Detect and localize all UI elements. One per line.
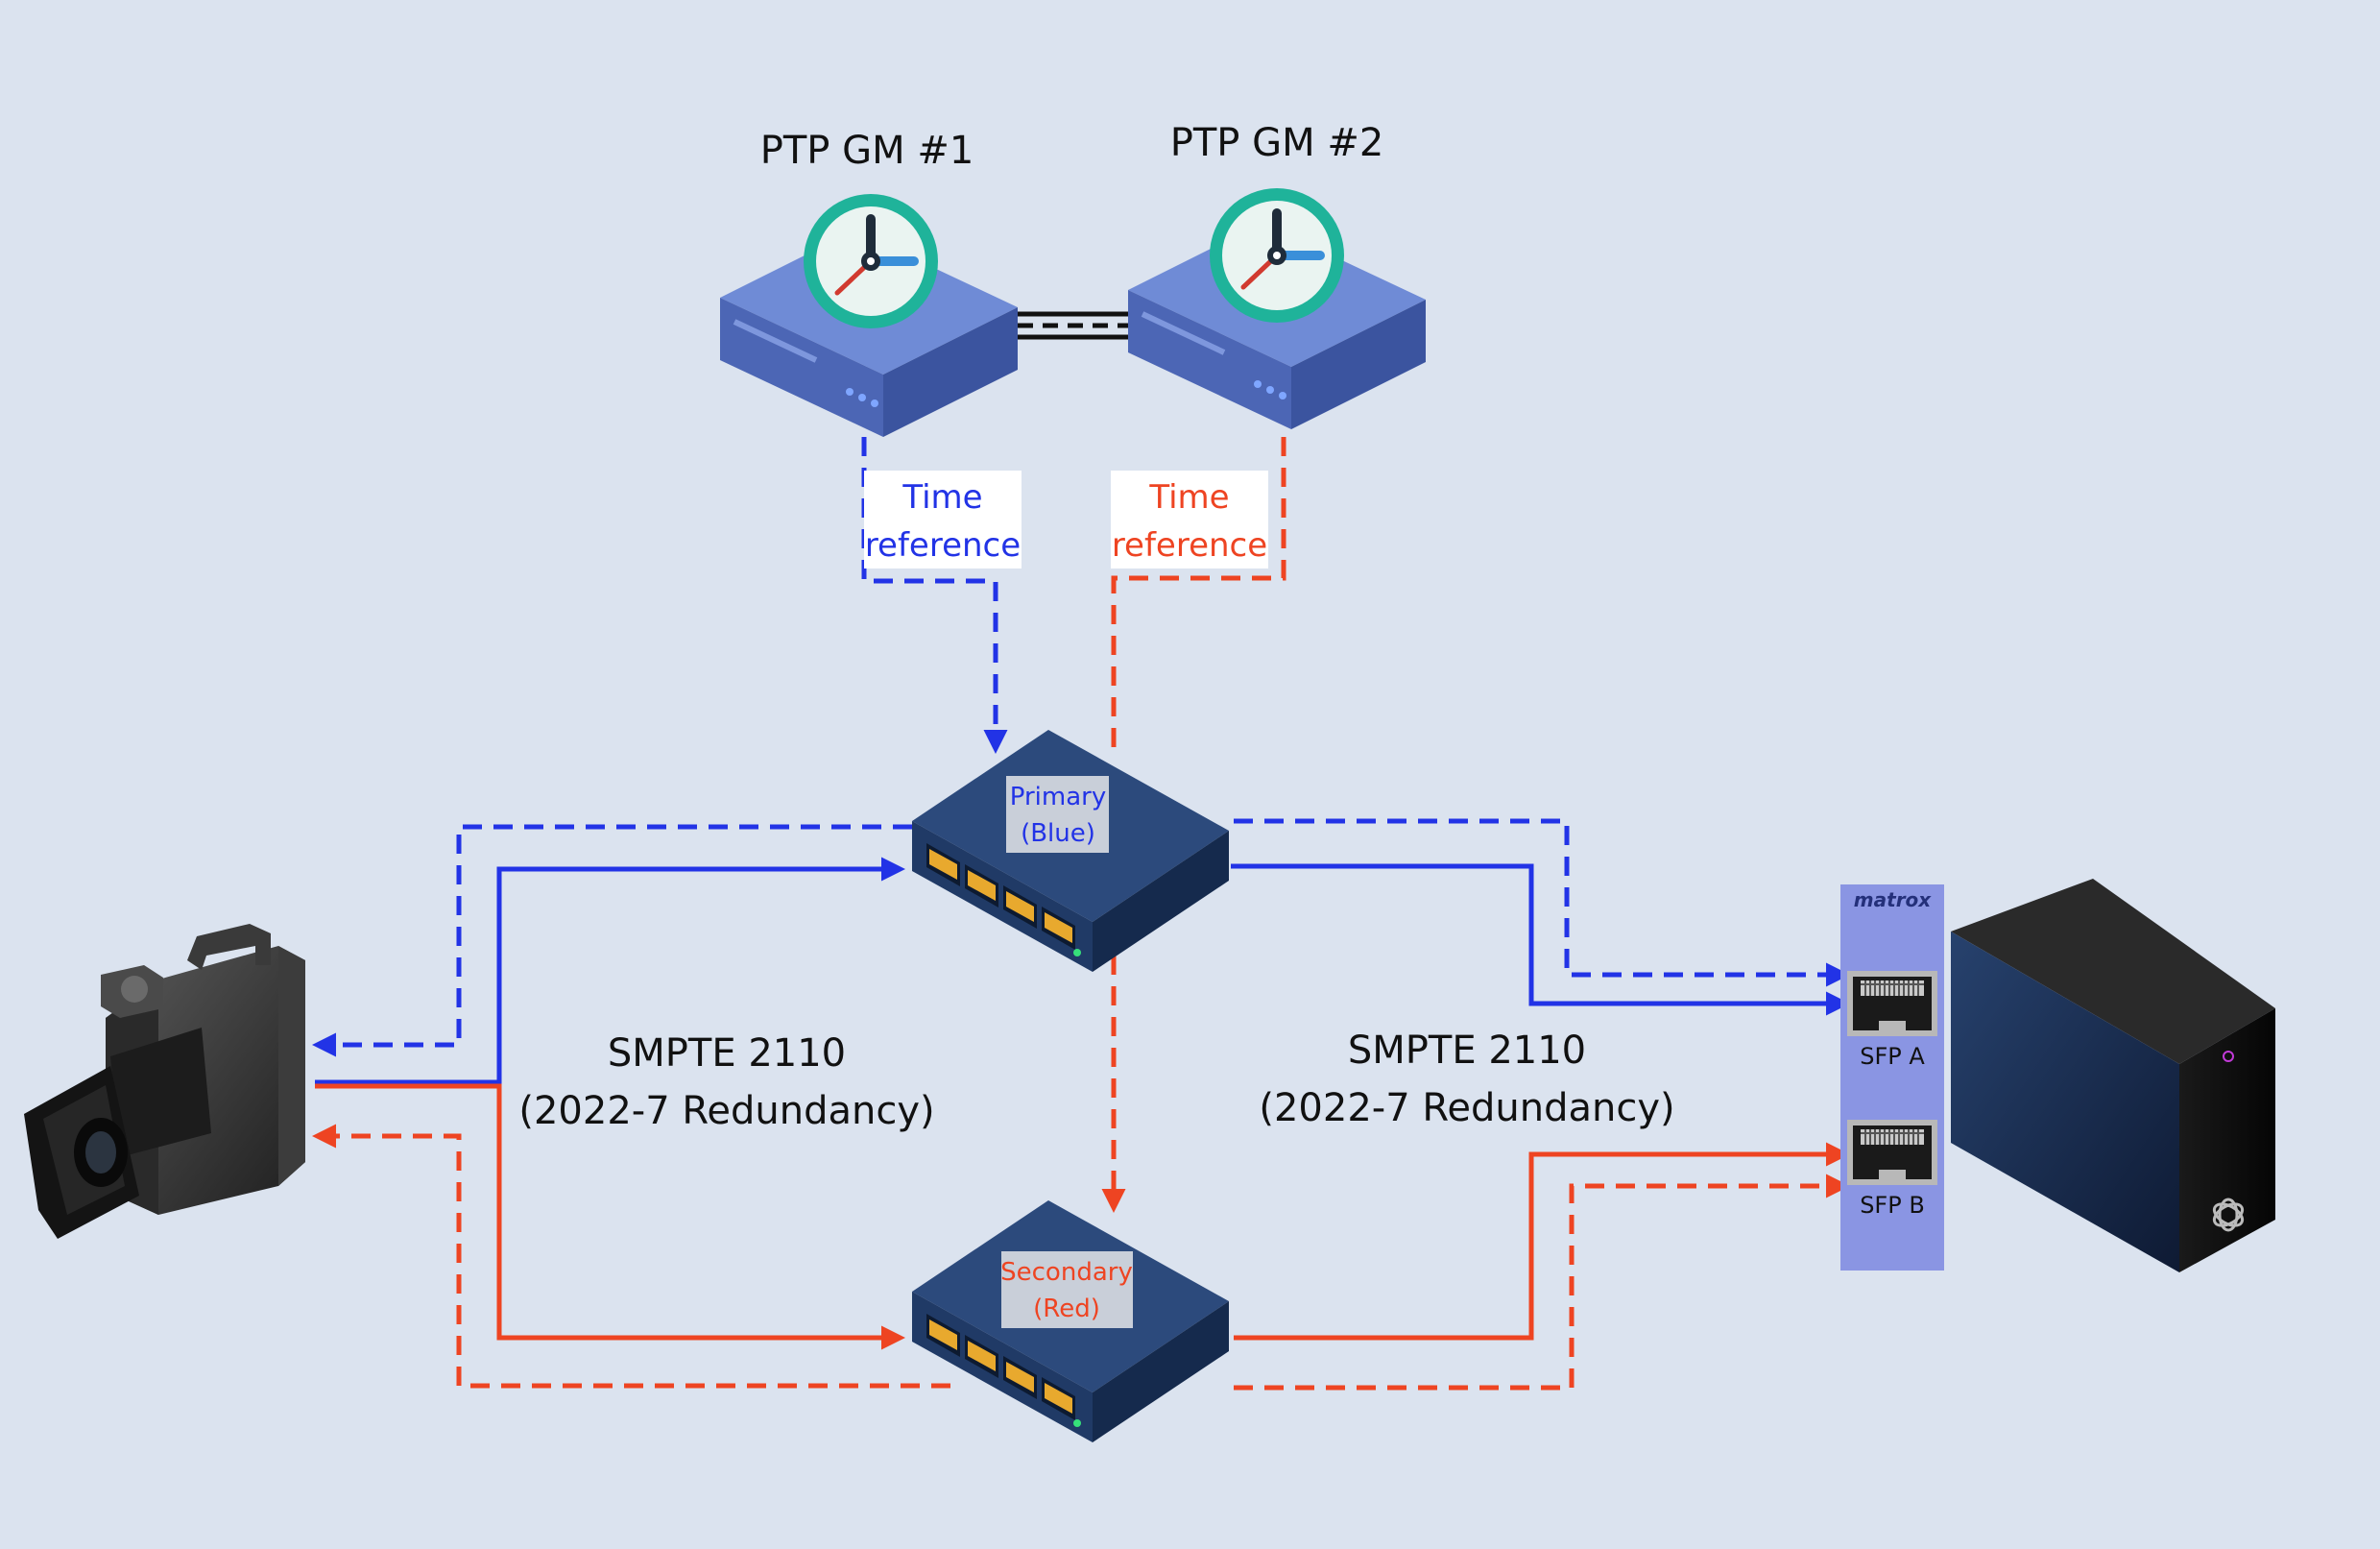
time-reference-red-line2: reference xyxy=(1112,526,1267,565)
smpte-left-line2: (2022-7 Redundancy) xyxy=(518,1089,934,1133)
smpte-left-label: SMPTE 2110 (2022-7 Redundancy) xyxy=(518,1031,934,1133)
camera-primary-return xyxy=(312,824,912,1057)
sfp-b-label: SFP B xyxy=(1860,1192,1925,1219)
secondary-switch-line2: (Red) xyxy=(1033,1295,1100,1323)
camera-secondary-return xyxy=(312,1124,950,1389)
clock-icon xyxy=(1210,188,1344,323)
time-reference-red-path xyxy=(1111,437,1286,749)
camera-secondary-stream xyxy=(315,1083,905,1350)
primary-switch-line1: Primary xyxy=(1010,783,1106,811)
secondary-switch: Secondary (Red) xyxy=(912,1200,1229,1442)
clock-icon xyxy=(804,194,938,328)
gm-interconnect xyxy=(1018,311,1133,340)
secondary-switch-line1: Secondary xyxy=(1000,1258,1133,1287)
primary-to-sfp-a-stream xyxy=(1231,863,1850,1016)
smpte-right-line2: (2022-7 Redundancy) xyxy=(1259,1086,1674,1130)
secondary-to-sfp-b-ptp xyxy=(1234,1174,1850,1391)
rj45-port-icon xyxy=(1847,1120,1937,1185)
ptp-gm-2-label: PTP GM #2 xyxy=(1170,121,1384,165)
smpte-right-label: SMPTE 2110 (2022-7 Redundancy) xyxy=(1259,1029,1674,1130)
primary-switch: Primary (Blue) xyxy=(912,730,1229,972)
matrox-card: matrox SFP A SFP B xyxy=(1840,884,1944,1271)
card-brand: matrox xyxy=(1854,888,1933,911)
camera-icon xyxy=(24,924,305,1239)
ptp-gm-1-label: PTP GM #1 xyxy=(760,129,974,173)
time-reference-blue-label: Time reference xyxy=(864,471,1022,569)
time-reference-red-line1: Time xyxy=(1148,478,1229,517)
sfp-b-port: SFP B xyxy=(1847,1120,1937,1219)
rj45-port-icon xyxy=(1847,971,1937,1036)
time-reference-red-label: Time reference xyxy=(1111,471,1268,569)
primary-to-sfp-a-ptp xyxy=(1234,818,1850,987)
secondary-to-sfp-b-stream xyxy=(1234,1142,1850,1341)
server-icon xyxy=(1951,879,2275,1272)
smpte-left-line1: SMPTE 2110 xyxy=(608,1031,846,1076)
smpte-right-line1: SMPTE 2110 xyxy=(1348,1029,1586,1073)
ptp-gm-1: PTP GM #1 xyxy=(720,129,1018,437)
sfp-a-port: SFP A xyxy=(1847,971,1937,1070)
time-reference-blue-line1: Time xyxy=(902,478,982,517)
sfp-a-label: SFP A xyxy=(1860,1043,1925,1070)
primary-switch-line2: (Blue) xyxy=(1021,819,1095,848)
time-reference-blue-line2: reference xyxy=(865,526,1021,565)
camera-primary-stream xyxy=(315,857,905,1085)
ptp-gm-2: PTP GM #2 xyxy=(1128,121,1426,429)
